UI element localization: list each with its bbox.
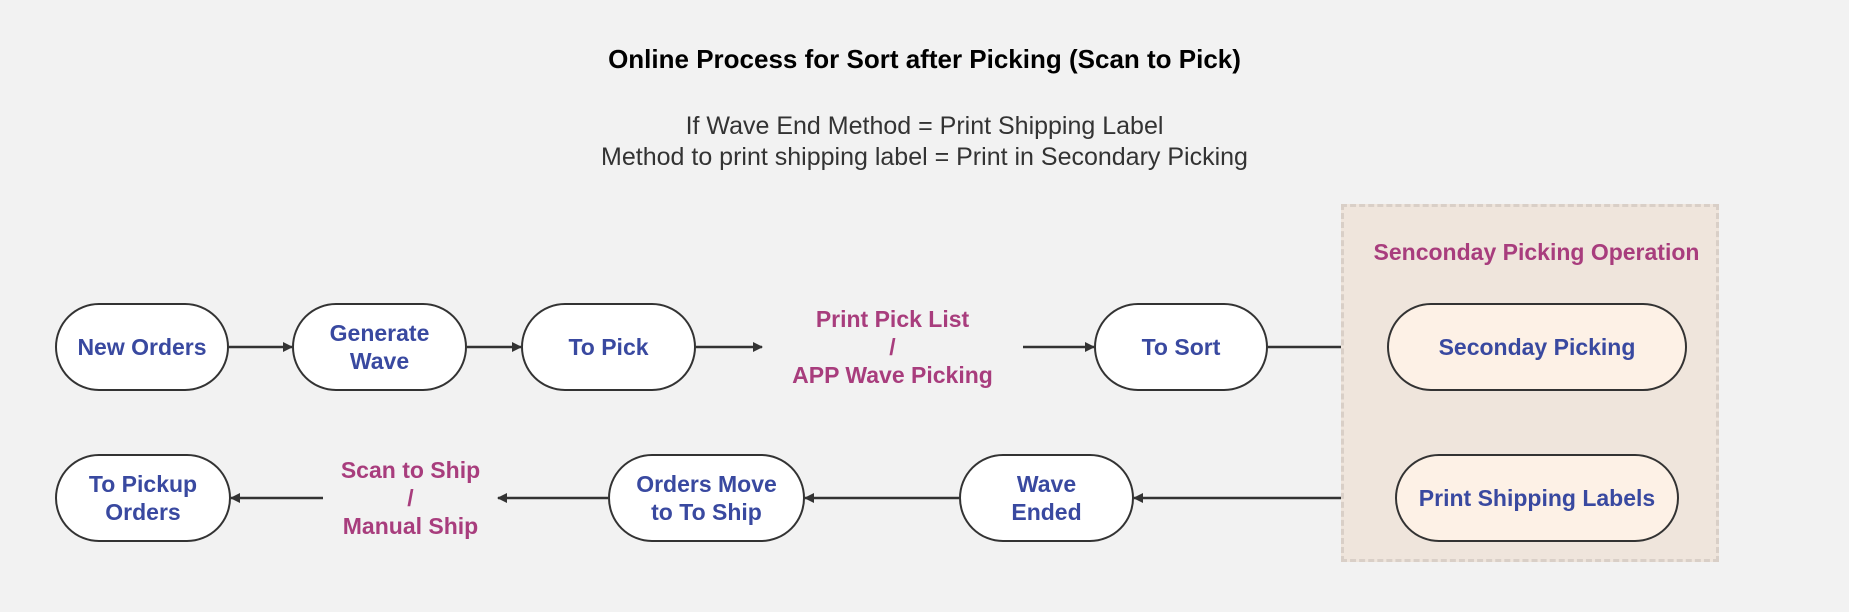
node-orders-move-to-ship: Orders Move to To Ship (608, 454, 805, 542)
node-orders-move-to-ship-label: Orders Move to To Ship (636, 471, 777, 525)
node-print-shipping-labels-label: Print Shipping Labels (1418, 485, 1656, 511)
node-generate-wave: Generate Wave (292, 303, 467, 391)
label-print-pick-list: Print Pick List / APP Wave Picking (792, 306, 993, 388)
node-to-pickup-orders: To Pickup Orders (55, 454, 231, 542)
node-new-orders: New Orders (55, 303, 229, 391)
node-secondary-picking-label: Seconday Picking (1438, 334, 1636, 360)
node-wave-ended-label: Wave Ended (1011, 471, 1082, 525)
node-to-pick: To Pick (521, 303, 696, 391)
node-print-shipping-labels: Print Shipping Labels (1395, 454, 1679, 542)
node-to-sort: To Sort (1094, 303, 1268, 391)
node-wave-ended: Wave Ended (959, 454, 1134, 542)
node-to-pickup-orders-label: To Pickup Orders (88, 471, 198, 525)
node-to-pick-label: To Pick (568, 334, 649, 360)
label-scan-to-ship: Scan to Ship / Manual Ship (340, 457, 481, 539)
subtitle-line-2: Method to print shipping label = Print i… (601, 143, 1248, 171)
node-new-orders-label: New Orders (77, 334, 207, 360)
node-to-sort-label: To Sort (1141, 334, 1221, 360)
node-generate-wave-label: Generate Wave (329, 320, 430, 374)
secondary-picking-group-label: Senconday Picking Operation (1373, 239, 1700, 265)
node-secondary-picking: Seconday Picking (1387, 303, 1687, 391)
diagram-title: Online Process for Sort after Picking (S… (608, 44, 1241, 74)
subtitle-line-1: If Wave End Method = Print Shipping Labe… (685, 112, 1164, 140)
